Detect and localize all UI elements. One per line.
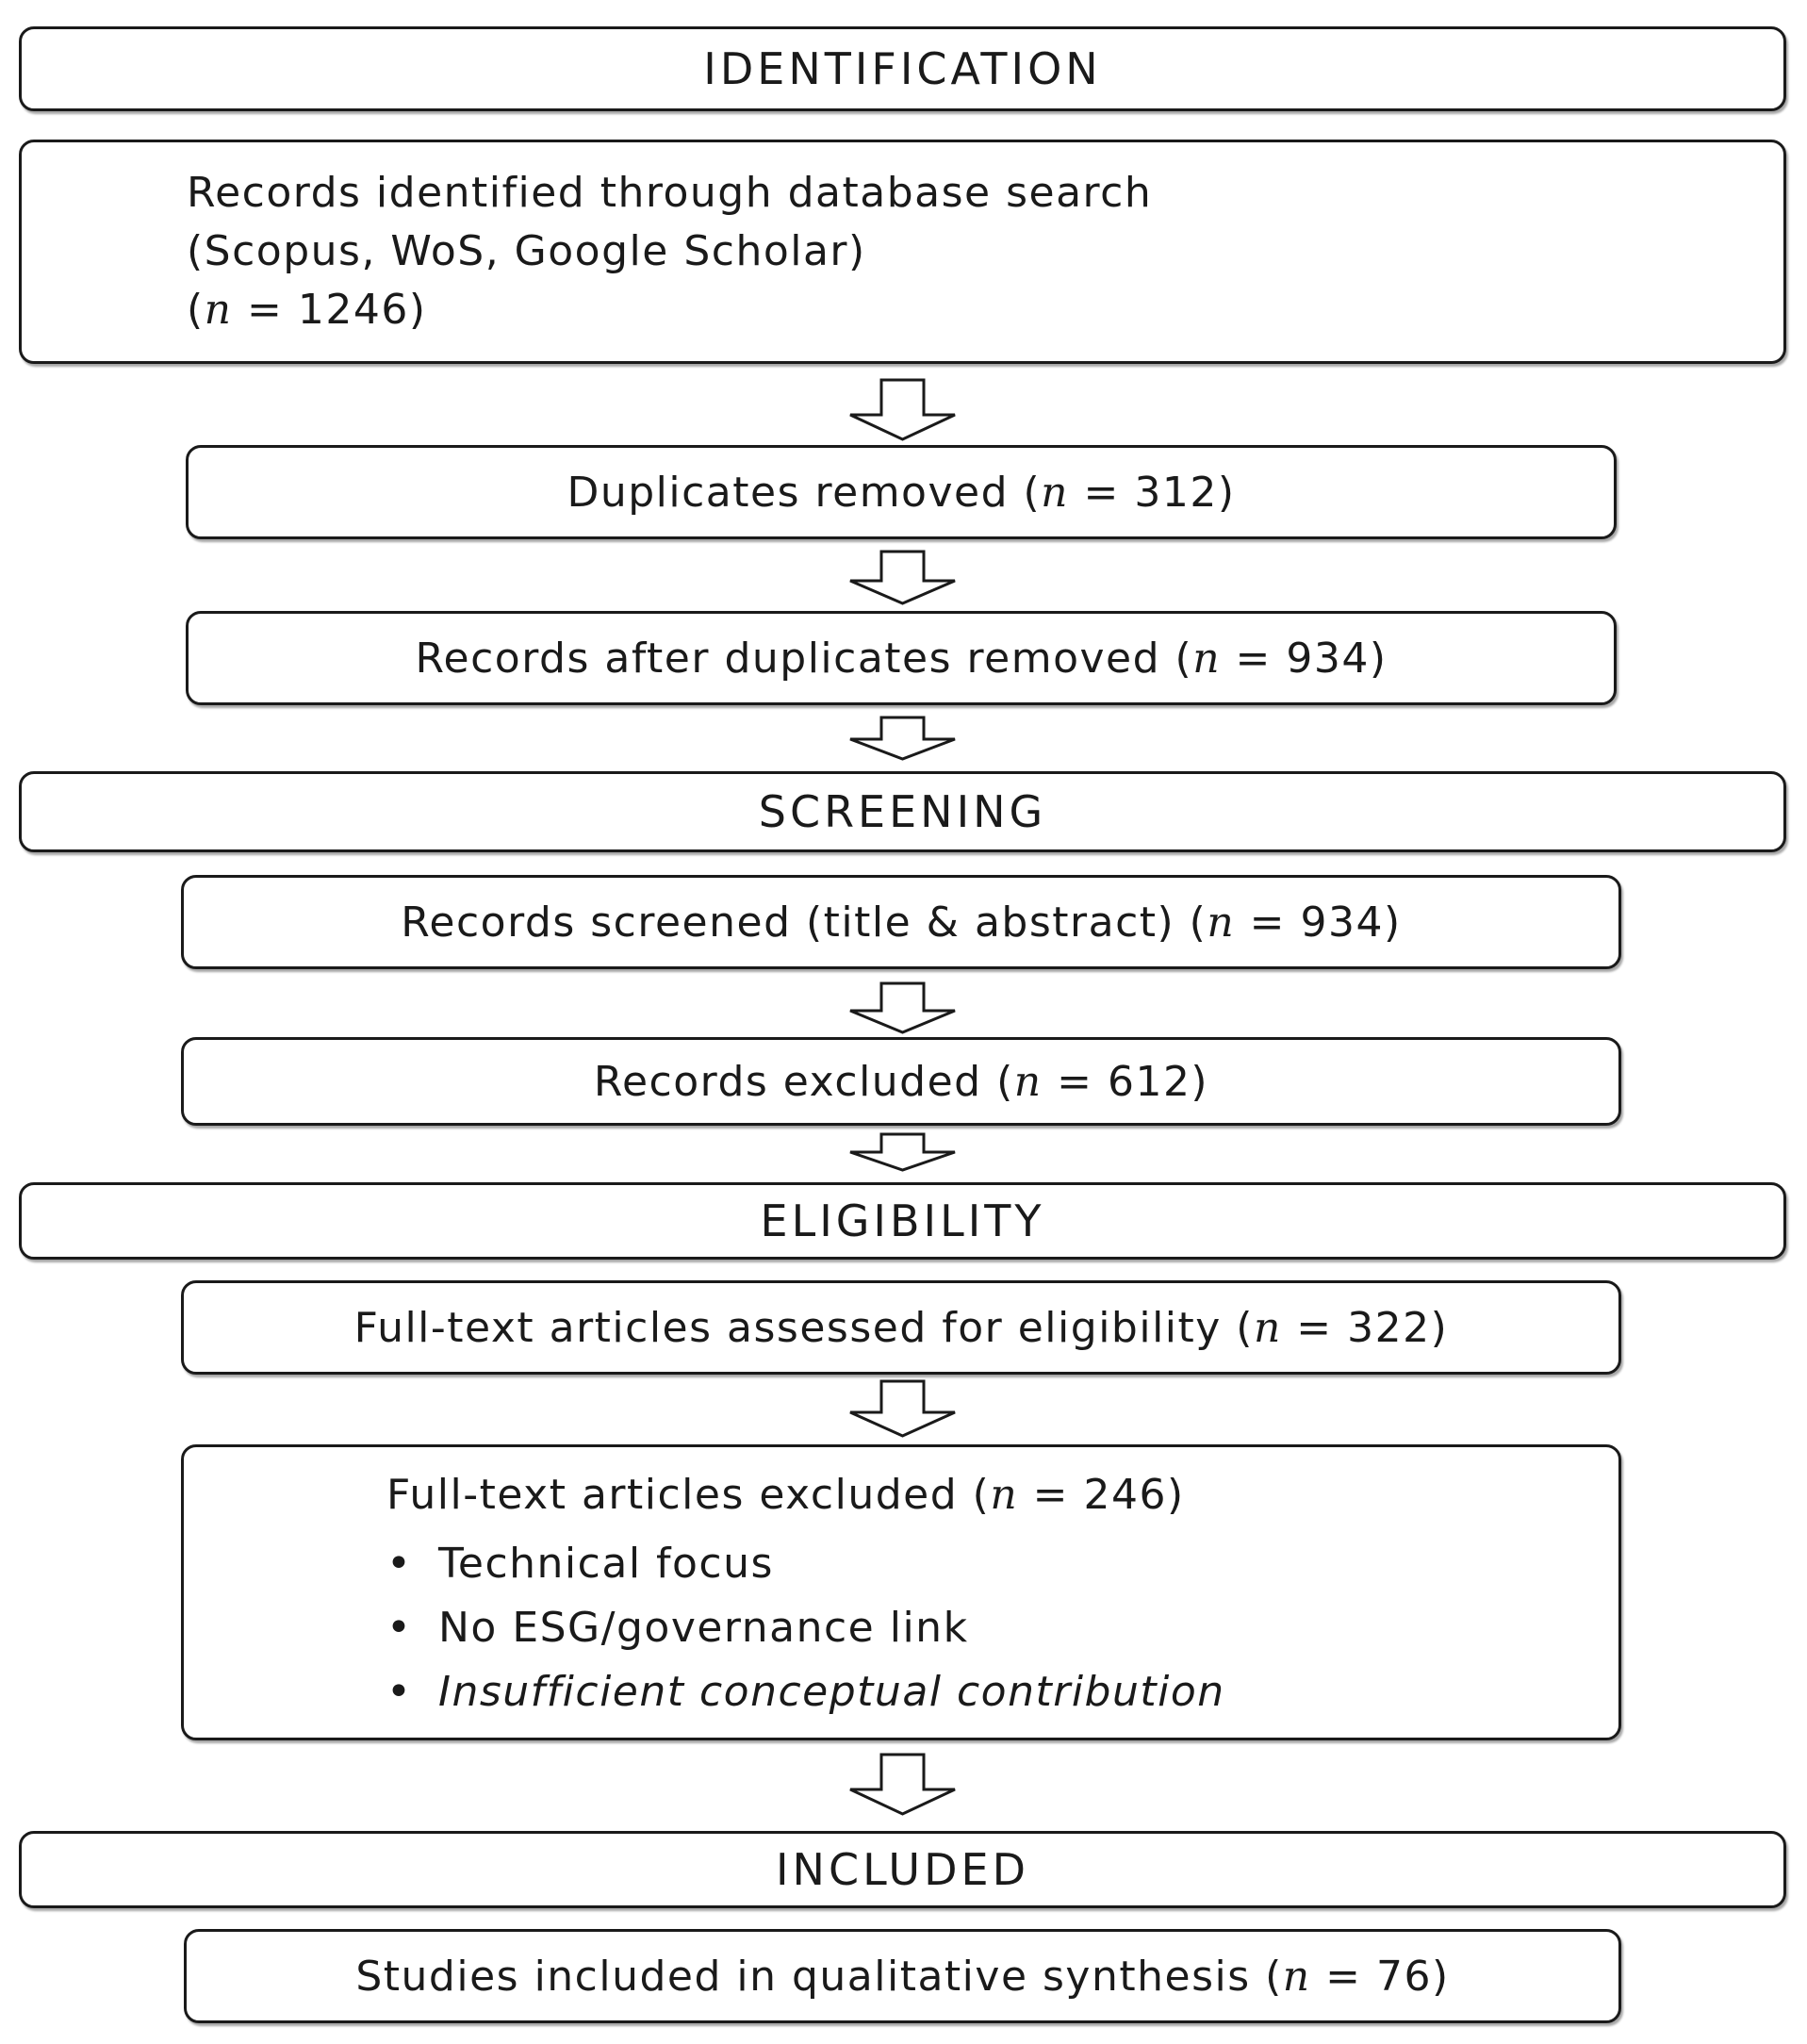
records-after-duplicates-box: Records after duplicates removed (n = 93… [186,611,1617,705]
down-arrow-icon [849,716,956,761]
screening-heading: SCREENING [758,786,1047,837]
down-arrow-icon [849,550,956,605]
exclusion-reasons-list: • Technical focus • No ESG/governance link… [386,1532,1225,1724]
down-arrow-icon [849,1132,956,1172]
records-screened-box: Records screened (title & abstract) (n =… [181,875,1621,969]
eligibility-heading-box: ELIGIBILITY [19,1182,1786,1260]
fulltext-assessed-label: Full-text articles assessed for eligibil… [353,1303,1449,1352]
records-after-duplicates-label: Records after duplicates removed (n = 93… [415,634,1388,683]
screening-heading-box: SCREENING [19,771,1786,852]
down-arrow-icon [849,1379,956,1438]
records-identified-box: Records identified through database sear… [19,140,1786,364]
bullet-icon: • [386,1540,413,1588]
fulltext-excluded-box: Full-text articles excluded (n = 246) • T… [181,1444,1621,1740]
bullet-icon: • [386,1604,413,1652]
down-arrow-icon [849,1753,956,1816]
identification-heading: IDENTIFICATION [703,43,1102,94]
duplicates-removed-label: Duplicates removed (n = 312) [567,468,1236,517]
duplicates-removed-box: Duplicates removed (n = 312) [186,445,1617,539]
fulltext-excluded-content: Full-text articles excluded (n = 246) • T… [184,1447,1225,1724]
exclusion-reason-item: • Insufficient conceptual contribution [386,1660,1225,1724]
records-identified-line1: Records identified through database sear… [187,169,1153,217]
exclusion-reason-item: • No ESG/governance link [386,1596,1225,1660]
records-identified-text: Records identified through database sear… [22,164,1152,339]
records-identified-line2: (Scopus, WoS, Google Scholar) [187,227,866,275]
records-excluded-label: Records excluded (n = 612) [593,1057,1209,1106]
included-heading: INCLUDED [775,1844,1029,1895]
down-arrow-icon [849,981,956,1034]
records-identified-count: (n = 1246) [187,286,427,334]
exclusion-reason-text: No ESG/governance link [438,1604,969,1652]
exclusion-reason-item: • Technical focus [386,1532,1225,1596]
exclusion-reason-text: Insufficient conceptual contribution [438,1668,1225,1716]
studies-included-label: Studies included in qualitative synthesi… [355,1952,1450,2001]
fulltext-excluded-label: Full-text articles excluded (n = 246) [386,1471,1185,1519]
exclusion-reason-text: Technical focus [438,1540,774,1588]
records-screened-label: Records screened (title & abstract) (n =… [401,898,1402,947]
identification-heading-box: IDENTIFICATION [19,26,1786,111]
included-heading-box: INCLUDED [19,1831,1786,1908]
bullet-icon: • [386,1668,413,1716]
down-arrow-icon [849,378,956,441]
records-excluded-box: Records excluded (n = 612) [181,1037,1621,1126]
eligibility-heading: ELIGIBILITY [760,1195,1045,1246]
studies-included-box: Studies included in qualitative synthesi… [184,1929,1621,2023]
fulltext-assessed-box: Full-text articles assessed for eligibil… [181,1280,1621,1375]
